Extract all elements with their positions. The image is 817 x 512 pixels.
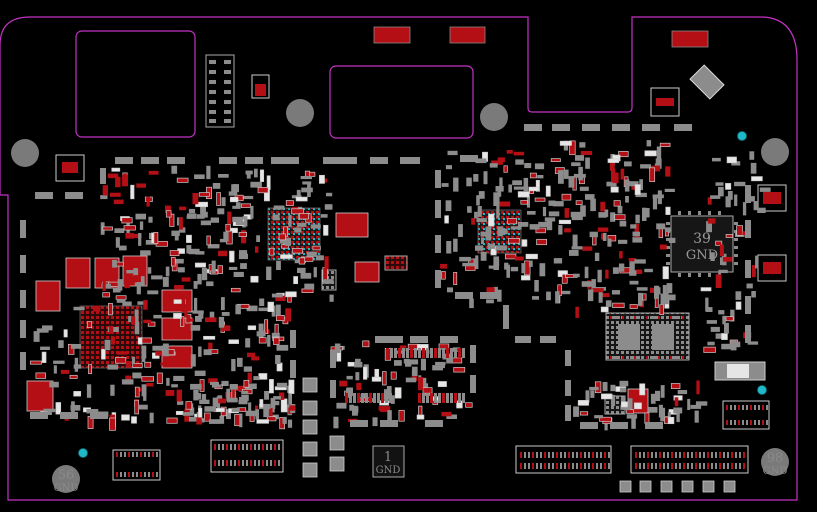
test-point-56[interactable]: 56 GND (52, 465, 80, 494)
tp-56-net: GND (54, 483, 79, 494)
tp-1-net: GND (376, 465, 401, 476)
square-pads (302, 377, 736, 493)
bottom-connectors (112, 439, 749, 481)
tp-98-number: 98 (767, 451, 784, 466)
tp-1-number: 1 (384, 450, 392, 465)
cyan-vias (78, 131, 767, 458)
board-cutouts (75, 30, 474, 139)
test-point-1[interactable]: 1 GND (372, 445, 405, 478)
board-outline (0, 16, 798, 501)
chip-label-number: 39 (693, 231, 711, 247)
chip-label-net: GND (686, 248, 718, 263)
tp-98-net: GND (763, 466, 788, 477)
mounting-holes (11, 99, 789, 167)
top-connectors (55, 26, 725, 182)
bga-chips (79, 207, 690, 415)
tp-56-number: 56 (58, 468, 75, 483)
test-point-98[interactable]: 98 GND (761, 448, 789, 477)
pmic-chip[interactable]: 39 GND (666, 211, 738, 277)
passive-components (20, 124, 771, 477)
